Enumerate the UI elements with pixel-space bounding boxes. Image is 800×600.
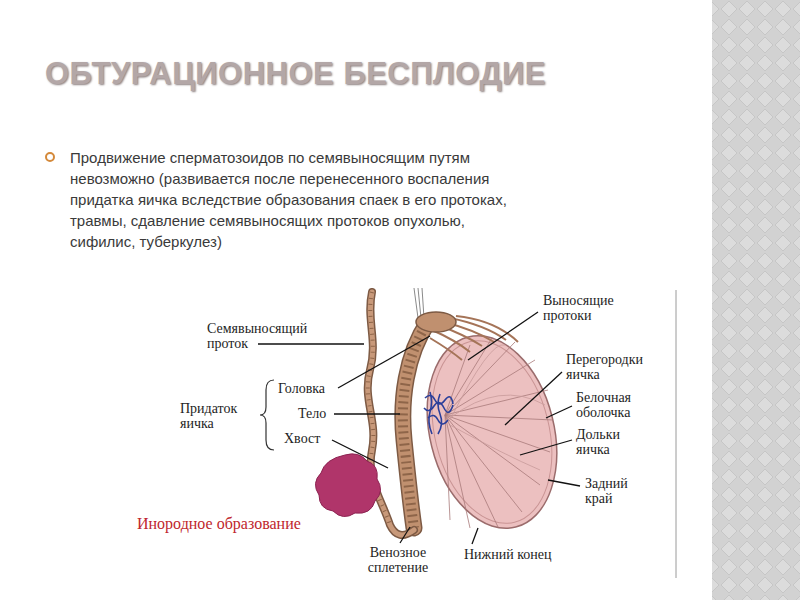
art-path bbox=[438, 394, 442, 434]
part-label: Выносящие протоки bbox=[543, 293, 633, 323]
part-label: Белочная оболочка bbox=[576, 390, 664, 420]
art-line bbox=[505, 372, 562, 425]
art-path bbox=[429, 392, 432, 434]
bullet-text: Продвижение сперматозоидов по семявынося… bbox=[70, 147, 515, 252]
group-label: Придаток яичка bbox=[180, 401, 258, 431]
art-path bbox=[430, 338, 462, 360]
art-path bbox=[445, 415, 470, 528]
art-path bbox=[445, 415, 550, 452]
art-line bbox=[418, 288, 421, 318]
art-line bbox=[468, 312, 538, 360]
part-label: Задний край bbox=[585, 476, 643, 506]
art-line bbox=[332, 440, 388, 468]
art-path bbox=[403, 322, 428, 528]
art-path bbox=[403, 322, 428, 528]
tumor-label: Инородное образование bbox=[137, 515, 301, 533]
epididymis bbox=[403, 312, 456, 528]
side-band bbox=[712, 0, 800, 600]
part-label: Головка bbox=[278, 381, 338, 396]
art-path bbox=[445, 390, 548, 415]
part-label: Венозное сплетение bbox=[352, 545, 444, 575]
art-line bbox=[520, 440, 572, 455]
art-path bbox=[445, 415, 498, 527]
testis-lobules bbox=[445, 338, 553, 528]
part-label: Семявыносящий проток bbox=[207, 321, 319, 351]
venous-plexus bbox=[424, 392, 453, 434]
part-label: Нижний конец bbox=[464, 547, 574, 562]
art-path bbox=[445, 415, 553, 420]
part-label: Перегородки яичка bbox=[566, 352, 662, 382]
art-line bbox=[258, 343, 364, 344]
art-line bbox=[338, 336, 430, 388]
art-ellipse bbox=[414, 328, 570, 536]
bullet-ring bbox=[46, 153, 54, 161]
art-path bbox=[456, 316, 518, 342]
spermatic-cord bbox=[414, 288, 424, 318]
part-label: Тело bbox=[298, 406, 338, 421]
art-line bbox=[334, 413, 400, 414]
art-path bbox=[445, 415, 450, 520]
testis bbox=[408, 322, 576, 542]
part-label: Хвост bbox=[284, 431, 332, 446]
art-path bbox=[445, 415, 522, 512]
frame-line bbox=[676, 290, 677, 578]
art-path bbox=[445, 338, 492, 415]
part-label: Дольки яичка bbox=[576, 427, 638, 457]
brace bbox=[260, 380, 274, 450]
art-line bbox=[472, 528, 478, 544]
art-path bbox=[450, 395, 545, 418]
art-path bbox=[445, 360, 535, 415]
art-path bbox=[432, 330, 470, 352]
art-path bbox=[428, 415, 448, 424]
art-path bbox=[450, 425, 540, 470]
art-line bbox=[414, 288, 418, 318]
art-ellipse bbox=[408, 322, 576, 542]
art-path bbox=[403, 322, 428, 528]
art-path bbox=[450, 318, 506, 340]
foreign-body bbox=[315, 454, 380, 517]
art-line bbox=[546, 406, 572, 418]
art-line bbox=[400, 527, 410, 543]
art-line bbox=[548, 480, 580, 486]
art-ellipse bbox=[416, 312, 456, 332]
slide-title: ОБТУРАЦИОННОЕ БЕСПЛОДИЕ bbox=[45, 56, 546, 92]
leader-lines bbox=[258, 312, 580, 544]
